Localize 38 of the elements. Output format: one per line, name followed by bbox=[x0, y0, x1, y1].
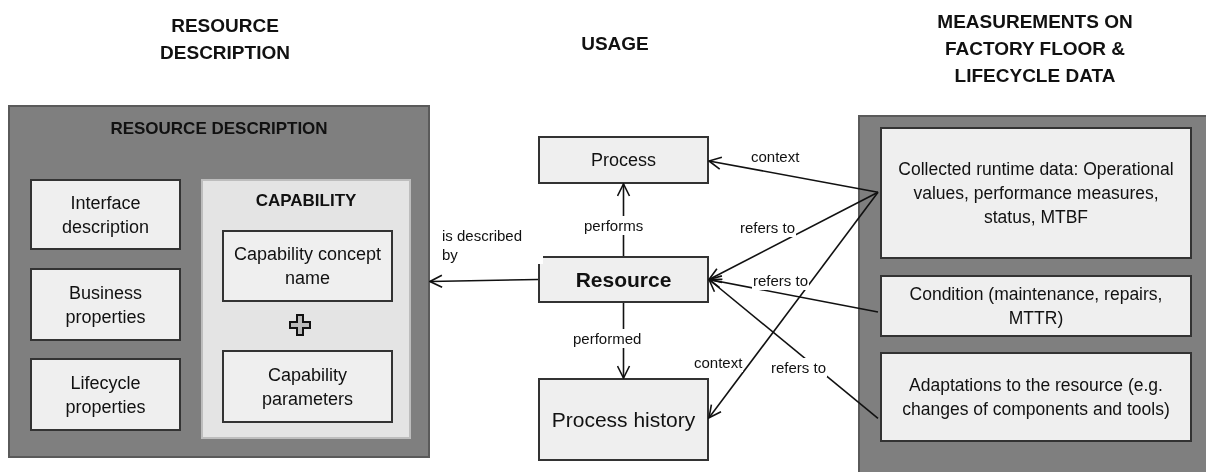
box-label: Process bbox=[591, 149, 656, 172]
box-label: Interface description bbox=[60, 191, 150, 239]
box-label: Capability parameters bbox=[260, 363, 354, 411]
arrow bbox=[708, 275, 879, 313]
process-box bbox=[222, 230, 393, 302]
arrow bbox=[708, 191, 879, 281]
edge-label: performed bbox=[572, 329, 643, 348]
box-label: Business properties bbox=[64, 281, 147, 329]
box-label: Process history bbox=[551, 406, 696, 433]
box-label: Condition (maintenance, repairs, MTTR) bbox=[908, 283, 1164, 330]
arrow bbox=[708, 156, 879, 194]
process-box bbox=[538, 256, 709, 303]
group-box bbox=[201, 179, 411, 439]
group-panel bbox=[8, 105, 430, 458]
process-box bbox=[30, 358, 181, 431]
arrow bbox=[429, 274, 539, 289]
process-box bbox=[880, 127, 1192, 259]
process-box bbox=[880, 275, 1192, 337]
column-heading: MEASUREMENTS ON FACTORY FLOOR & LIFECYCLE DATA bbox=[936, 10, 1134, 88]
box-label: Resource bbox=[575, 267, 672, 292]
process-box bbox=[222, 350, 393, 423]
column-heading: RESOURCE DESCRIPTION bbox=[159, 14, 291, 65]
process-box bbox=[538, 378, 709, 461]
box-label: Collected runtime data: Operational values, performance measures, status, MTBF bbox=[897, 158, 1175, 229]
box-panel bbox=[858, 115, 1206, 472]
group-heading: RESOURCE DESCRIPTION bbox=[110, 118, 328, 140]
group-heading: CAPABILITY bbox=[255, 190, 357, 212]
process-box bbox=[538, 136, 709, 184]
arrow bbox=[708, 191, 879, 419]
edge-label: refers to bbox=[770, 358, 828, 377]
box-label: Capability concept name bbox=[232, 243, 383, 290]
process-box bbox=[880, 352, 1192, 442]
process-box bbox=[30, 179, 181, 250]
box-label: Adaptations to the resource (e.g. changes of components and tools) bbox=[901, 374, 1171, 421]
column-heading: USAGE bbox=[580, 32, 650, 56]
process-box bbox=[30, 268, 181, 341]
box-label: Lifecycle properties bbox=[64, 371, 147, 419]
edge-label: performs bbox=[583, 216, 645, 235]
